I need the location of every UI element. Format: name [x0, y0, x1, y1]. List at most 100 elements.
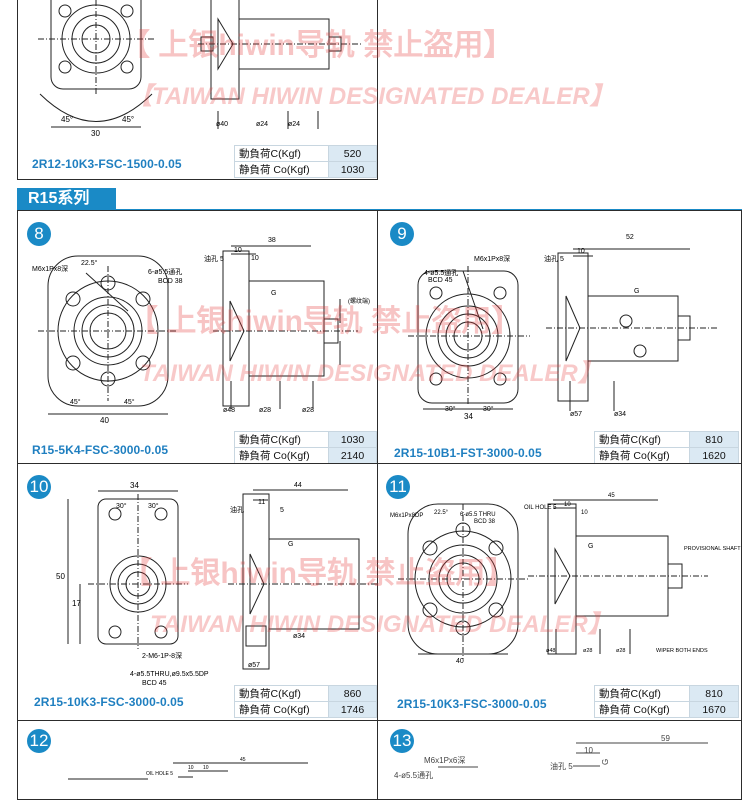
bcd-label: BCD 38 — [158, 278, 183, 285]
oil-hole-label: 油孔 5 — [544, 254, 564, 263]
load-table: 動負荷C(Kgf)810 静負荷 Co(Kgf)1620 — [594, 431, 739, 463]
holes-label: 4-ø5.5通孔 — [394, 770, 433, 780]
angle-label: 22.5° — [434, 510, 449, 516]
angle-left: 45° — [70, 398, 81, 406]
angle-label: 22.5° — [81, 259, 98, 267]
static-load-label: 静負荷 Co(Kgf) — [594, 447, 690, 463]
wiper-label: WIPER BOTH ENDS — [656, 648, 708, 654]
oil-hole-label: 油孔 5 — [204, 254, 224, 263]
dia-28b: ø28 — [302, 407, 314, 414]
dim-45: 45 — [608, 493, 615, 499]
dynamic-load-value: 810 — [689, 685, 739, 702]
thread-label: M6x1Px8DP — [390, 513, 423, 519]
dim-45: 45 — [240, 757, 246, 763]
item-number-badge: 13 — [390, 729, 414, 753]
angle-right: 30° — [148, 502, 159, 510]
angle-left: 30° — [116, 502, 127, 510]
note-label: (螺纹端) — [348, 297, 370, 305]
load-table: 動負荷C(Kgf)860 静負荷 Co(Kgf)1746 — [233, 685, 377, 718]
thread-label: 2-M6-1P-8深 — [142, 651, 182, 660]
static-load-value: 1670 — [689, 701, 739, 718]
thread-label: M6x1Px8深 — [474, 254, 510, 263]
dim-dia-2: ø24 — [256, 121, 268, 128]
thread-label: M6x1Px6深 — [424, 756, 465, 765]
dia-48: ø48 — [546, 648, 555, 654]
dim-width: 30 — [91, 129, 100, 138]
watermark-text: 【 上银hiwin导轨 禁止盗用】 — [120, 29, 514, 62]
static-load-label: 静負荷 Co(Kgf) — [233, 161, 330, 178]
angle-right: 45° — [124, 398, 135, 406]
dynamic-load-label: 動負荷C(Kgf) — [233, 145, 330, 162]
dim-34: 34 — [130, 481, 139, 490]
width-label: 34 — [464, 412, 473, 421]
dynamic-load-label: 動負荷C(Kgf) — [233, 431, 330, 448]
g-label: G — [601, 759, 610, 765]
drawing-item-8: M6x1Px8深 22.5° 6-ø5.5通孔 BCD 38 45° 45° 4… — [32, 237, 370, 425]
drawing-item-10: 34 30° 30° 50 17 2-M6-1P-8深 4-ø5.5THRU,ø… — [56, 481, 377, 687]
model-label: 2R12-10K3-FSC-1500-0.05 — [32, 157, 182, 171]
panel-item-10: 10 34 30° 30° 50 17 2-M6-1P-8深 — [17, 463, 378, 721]
oil-hole-label: OIL HOLE 5 — [146, 771, 173, 777]
model-label: R15-5K4-FSC-3000-0.05 — [32, 443, 169, 457]
dim-38: 38 — [268, 237, 276, 244]
dim-5: 5 — [280, 507, 284, 514]
item-number-badge: 8 — [27, 222, 51, 246]
drawing-item-13: M6x1Px6深 4-ø5.5通孔 油孔 5 10 59 G — [394, 734, 708, 780]
dim-10a: 10 — [188, 765, 194, 771]
dia-28a: ø28 — [259, 407, 271, 414]
static-load-label: 静負荷 Co(Kgf) — [233, 701, 330, 718]
item-number-badge: 11 — [386, 475, 410, 499]
dia-57: ø57 — [248, 662, 260, 669]
dim-10: 10 — [584, 746, 593, 755]
panel-2r12: 45° 45° 30 ø40 ø24 ø24 2R12-10K3-FSC-150… — [17, 0, 378, 180]
oil-hole-label: OIL HOLE 5 — [524, 505, 557, 511]
bcd-label: BCD 38 — [474, 519, 496, 525]
item-number-badge: 10 — [27, 475, 51, 499]
dia-57: ø57 — [570, 411, 582, 418]
drawing-item-9: M6x1Px8深 4-ø5.5通孔 BCD 45 油孔 5 10 52 30° … — [408, 234, 718, 421]
dynamic-load-label: 動負荷C(Kgf) — [594, 431, 690, 448]
dia-28a: ø28 — [583, 648, 592, 654]
dim-10: 10 — [577, 248, 585, 255]
dim-angle-1: 45° — [61, 115, 73, 124]
static-load-value: 1620 — [689, 447, 739, 463]
dim-10a: 10 — [564, 502, 571, 508]
watermark-text: 【TAIWAN HIWIN DESIGNATED DEALER】 — [128, 83, 614, 110]
holes-label: 4-ø5.5通孔 — [424, 268, 458, 277]
model-label: 2R15-10B1-FST-3000-0.05 — [394, 446, 542, 460]
static-load-value: 1746 — [328, 701, 377, 718]
panel-item-11: 11 M6x1Px8DP 22.5° 6- — [377, 463, 742, 721]
series-title: R15系列 — [17, 188, 116, 210]
dia-34: ø34 — [614, 411, 626, 418]
holes-label: 6-ø5.5 THRU — [460, 512, 496, 518]
g-label: G — [588, 543, 593, 550]
dia-28b: ø28 — [616, 648, 625, 654]
dynamic-load-value: 810 — [689, 431, 739, 448]
dim-17: 17 — [72, 599, 81, 608]
panel-item-8: 8 M6x1Px8深 — [17, 210, 378, 464]
holes-label: 6-ø5.5通孔 — [148, 267, 182, 276]
panel-item-9: 9 M6x1Px8深 4-ø5.5通 — [377, 210, 742, 464]
drawing-item-12: OIL HOLE 5 10 10 45 — [68, 757, 308, 780]
load-table: 動負荷C(Kgf)520 静負荷 Co(Kgf)1030 — [233, 145, 377, 178]
width-label: 40 — [456, 658, 464, 665]
panel-item-12: 12 OIL HOLE 5 10 10 45 — [17, 720, 378, 800]
drawing-2r12: 45° 45° 30 ø40 ø24 ø24 — [38, 0, 363, 138]
item-number-badge: 12 — [27, 729, 51, 753]
dim-10b: 10 — [203, 765, 209, 771]
angle-left: 30° — [445, 405, 456, 413]
dim-10b: 10 — [581, 510, 588, 516]
item-number-badge: 9 — [390, 222, 414, 246]
panel-item-13: 13 M6x1Px6深 4-ø5.5通孔 油孔 5 10 59 G — [377, 720, 742, 800]
dim-50: 50 — [56, 572, 65, 581]
dim-dia-1: ø40 — [216, 121, 228, 128]
watermark-text: TAIWAN HIWIN DESIGNATED DEALER】 — [150, 611, 612, 638]
load-table: 動負荷C(Kgf)810 静負荷 Co(Kgf)1670 — [594, 685, 739, 718]
width-label: 40 — [100, 416, 109, 425]
model-label: 2R15-10K3-FSC-3000-0.05 — [34, 695, 184, 709]
dim-59: 59 — [661, 734, 670, 743]
static-load-value: 1030 — [328, 161, 377, 178]
dim-angle-2: 45° — [122, 115, 134, 124]
holes-label: 4-ø5.5THRU,ø9.5x5.5DP — [130, 671, 209, 678]
drawing-item-11: M6x1Px8DP 22.5° 6-ø5.5 THRU BCD 38 40 OI… — [390, 493, 741, 665]
